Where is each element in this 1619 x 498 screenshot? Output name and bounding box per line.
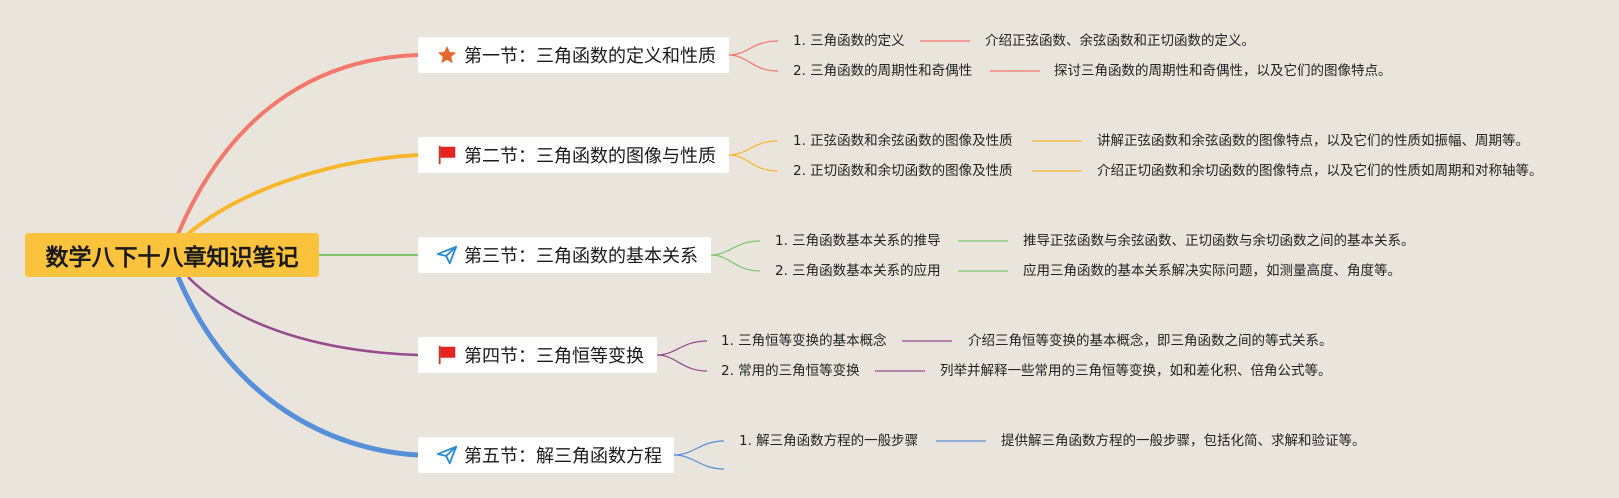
branch-title: 第三节：三角函数的基本关系 bbox=[464, 246, 698, 267]
branch-section-3[interactable]: 第三节：三角函数的基本关系 bbox=[418, 237, 711, 273]
root-topic[interactable]: 数学八下十八章知识笔记 bbox=[25, 233, 319, 277]
star-icon bbox=[436, 44, 458, 66]
connector-root-branch1 bbox=[176, 53, 419, 235]
connector-root-branch5 bbox=[175, 276, 419, 458]
description-4-1[interactable]: 介绍三角恒等变换的基本概念，即三角函数之间的等式关系。 bbox=[968, 333, 1333, 349]
connector-b5-s1 bbox=[673, 440, 725, 456]
subtopic-1-1[interactable]: 1. 三角函数的定义 bbox=[793, 33, 905, 49]
red-flag-icon bbox=[436, 144, 458, 166]
connector-b2-s2 bbox=[728, 154, 779, 172]
description-3-1[interactable]: 推导正弦函数与余弦函数、正切函数与余切函数之间的基本关系。 bbox=[1023, 233, 1415, 249]
connector-b4-s2 bbox=[656, 354, 708, 372]
subtopic-4-2[interactable]: 2. 常用的三角恒等变换 bbox=[721, 363, 860, 379]
subtopic-2-2[interactable]: 2. 正切函数和余切函数的图像及性质 bbox=[793, 163, 1013, 179]
branch-title: 第五节：解三角函数方程 bbox=[464, 446, 662, 467]
branch-section-2[interactable]: 第二节：三角函数的图像与性质 bbox=[418, 137, 729, 173]
description-1-1[interactable]: 介绍正弦函数、余弦函数和正切函数的定义。 bbox=[985, 33, 1255, 49]
connector-b2-s1 bbox=[728, 140, 779, 156]
subtopic-4-1[interactable]: 1. 三角恒等变换的基本概念 bbox=[721, 333, 887, 349]
branch-section-4[interactable]: 第四节：三角恒等变换 bbox=[418, 337, 657, 373]
subtopic-2-1[interactable]: 1. 正弦函数和余弦函数的图像及性质 bbox=[793, 133, 1013, 149]
description-2-2[interactable]: 介绍正切函数和余切函数的图像特点，以及它们的性质如周期和对称轴等。 bbox=[1097, 163, 1543, 179]
connector-root-branch4 bbox=[187, 276, 419, 357]
branch-title: 第二节：三角函数的图像与性质 bbox=[464, 146, 716, 167]
description-4-2[interactable]: 列举并解释一些常用的三角恒等变换，如和差化积、倍角公式等。 bbox=[940, 363, 1332, 379]
subtopic-5-1[interactable]: 1. 解三角函数方程的一般步骤 bbox=[739, 433, 919, 449]
connector-b3-s2 bbox=[710, 254, 761, 272]
subtopic-3-2[interactable]: 2. 三角函数基本关系的应用 bbox=[775, 263, 941, 279]
connector-b1-s2 bbox=[728, 54, 779, 72]
branch-section-5[interactable]: 第五节：解三角函数方程 bbox=[418, 437, 674, 473]
paper-plane-icon bbox=[436, 244, 458, 266]
red-flag-icon bbox=[436, 344, 458, 366]
description-3-2[interactable]: 应用三角函数的基本关系解决实际问题，如测量高度、角度等。 bbox=[1023, 263, 1401, 279]
connector-b5-s2 bbox=[673, 454, 725, 470]
branch-section-1[interactable]: 第一节：三角函数的定义和性质 bbox=[418, 37, 729, 73]
paper-plane-icon bbox=[436, 444, 458, 466]
subtopic-3-1[interactable]: 1. 三角函数基本关系的推导 bbox=[775, 233, 941, 249]
branch-title: 第四节：三角恒等变换 bbox=[464, 346, 644, 367]
connector-b1-s1 bbox=[728, 40, 779, 56]
description-2-1[interactable]: 讲解正弦函数和余弦函数的图像特点，以及它们的性质如振幅、周期等。 bbox=[1097, 133, 1529, 149]
connector-b3-s1 bbox=[710, 240, 761, 256]
description-5-1[interactable]: 提供解三角函数方程的一般步骤，包括化简、求解和验证等。 bbox=[1001, 433, 1366, 449]
connector-root-branch2 bbox=[186, 153, 419, 236]
description-1-2[interactable]: 探讨三角函数的周期性和奇偶性，以及它们的图像特点。 bbox=[1054, 63, 1392, 79]
subtopic-1-2[interactable]: 2. 三角函数的周期性和奇偶性 bbox=[793, 63, 973, 79]
branch-title: 第一节：三角函数的定义和性质 bbox=[464, 46, 716, 67]
connector-b4-s1 bbox=[656, 340, 708, 356]
